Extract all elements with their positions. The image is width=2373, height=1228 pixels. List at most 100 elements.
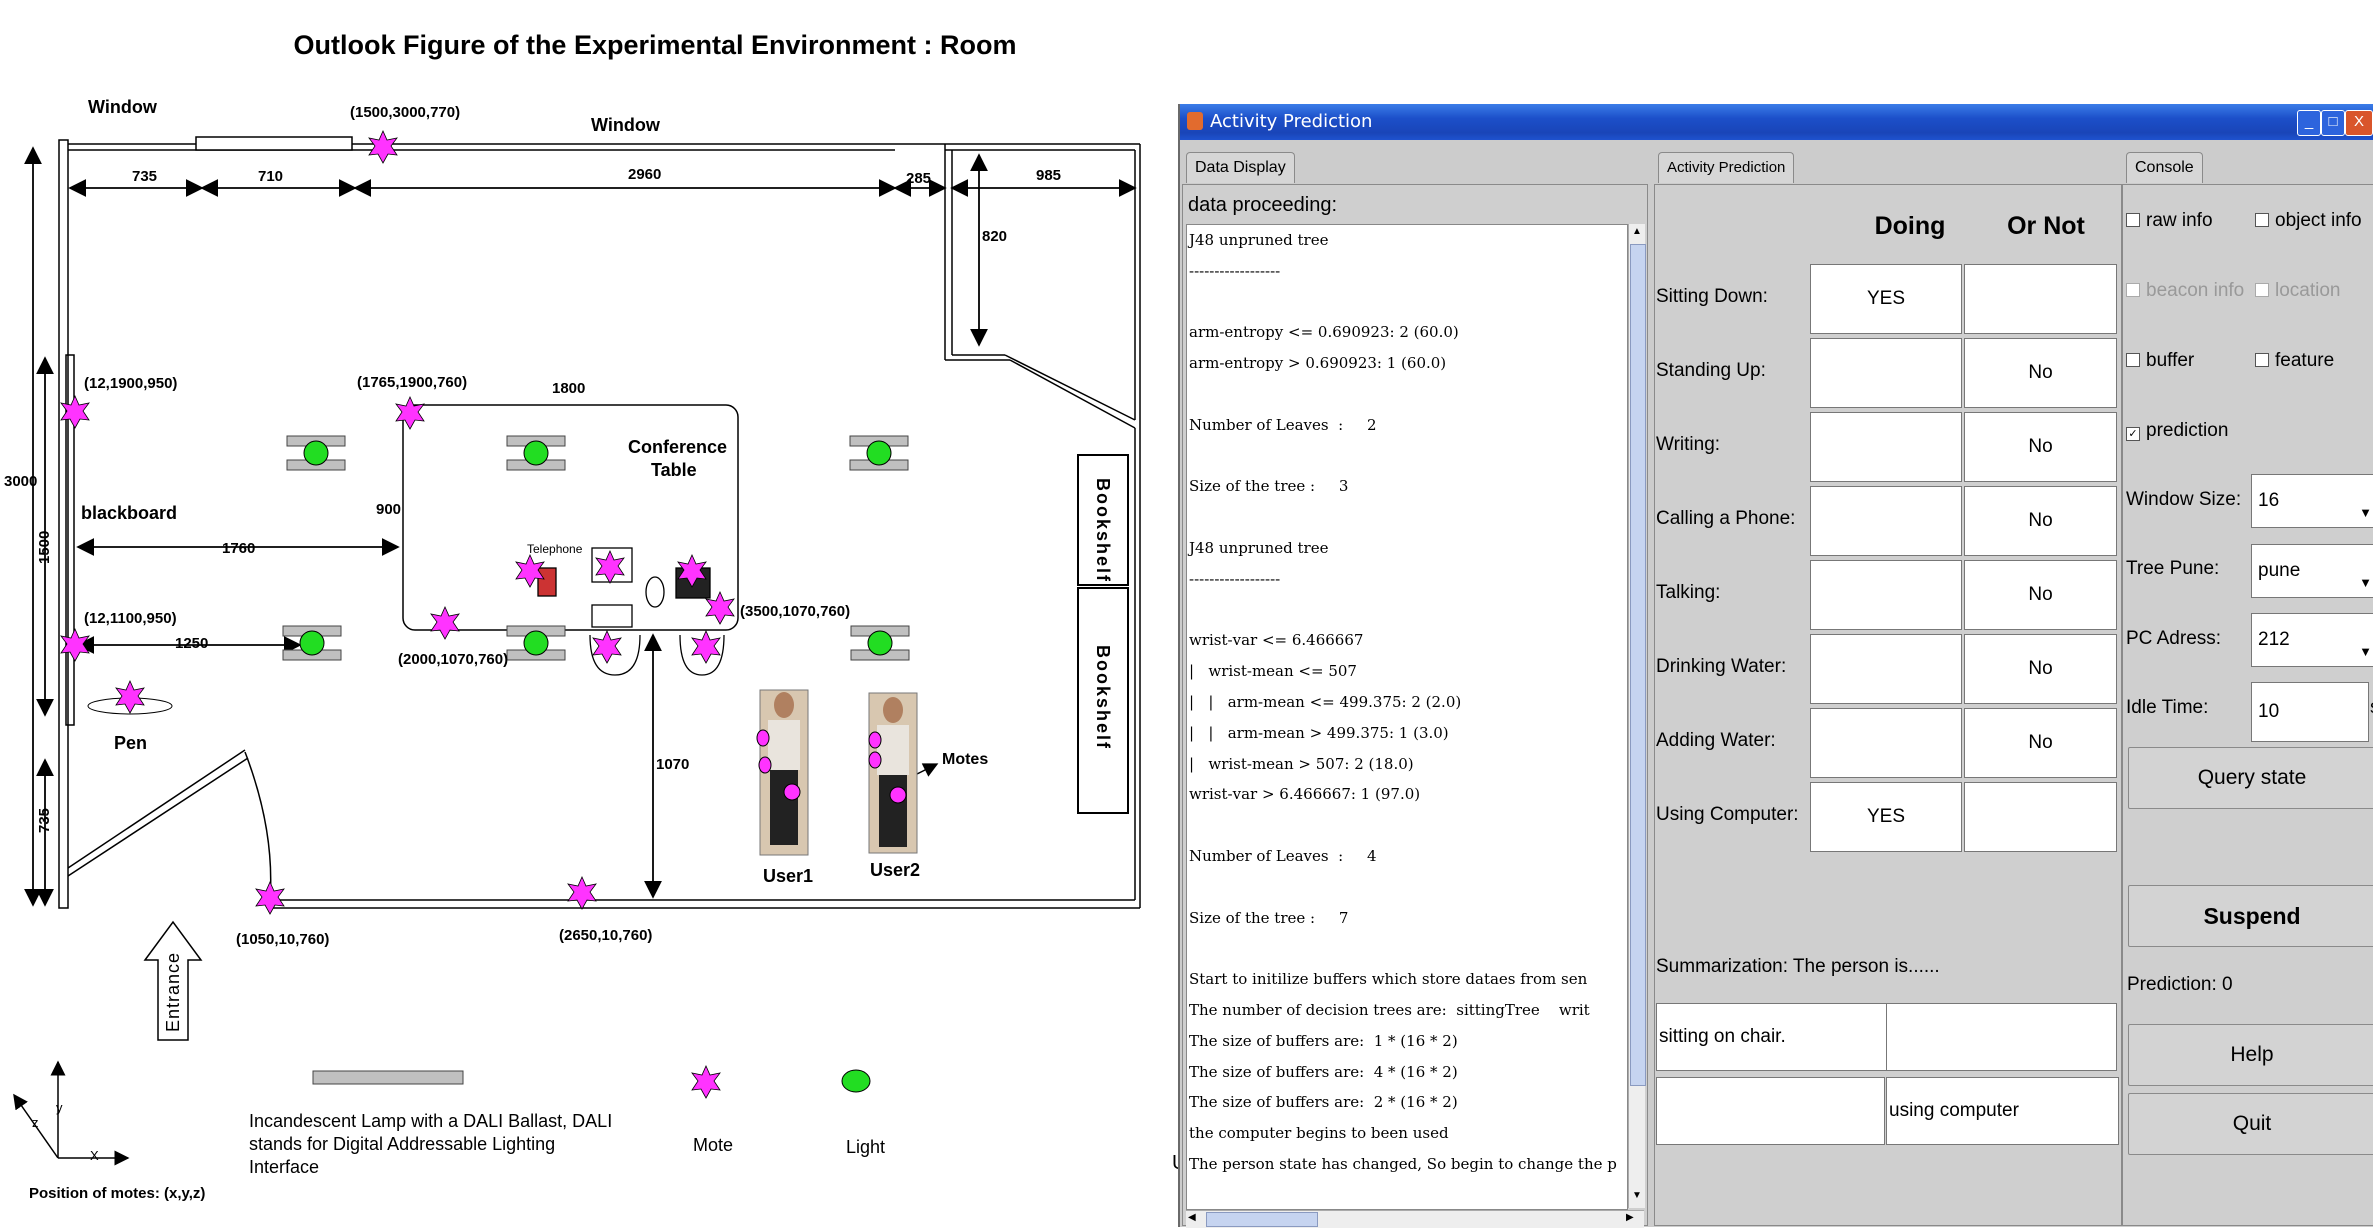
scroll-left-arrow[interactable]: ◀ [1188, 1212, 1196, 1223]
data-line: wrist-var <= 6.466667 [1189, 631, 1364, 650]
axis-y-label: y [56, 1100, 63, 1115]
table-label: Table [651, 460, 697, 480]
mote-coord: (1050,10,760) [236, 931, 330, 948]
data-line: | wrist-mean <= 507 [1189, 662, 1357, 681]
tree-pune-select[interactable]: pune▼ [2251, 544, 2373, 598]
checkbox-icon [2126, 283, 2140, 297]
idle-time-label: Idle Time: [2126, 697, 2209, 718]
data-header: data proceeding: [1188, 194, 1338, 216]
data-line: arm-entropy <= 0.690923: 2 (60.0) [1189, 323, 1459, 342]
close-button[interactable]: X [2345, 110, 2373, 136]
checkbox-object-info[interactable]: object info [2255, 210, 2362, 232]
legend-lamp-line: stands for Digital Addressable Lighting [249, 1134, 556, 1154]
bookshelf-label: Bookshelf [1093, 645, 1113, 751]
data-line [1187, 502, 1627, 533]
idle-time-unit: s [2370, 697, 2373, 719]
maximize-button[interactable]: □ [2321, 110, 2345, 136]
quit-button[interactable]: Quit [2128, 1093, 2373, 1155]
horizontal-scrollbar[interactable]: ◀ ▶ [1186, 1210, 1644, 1228]
checkbox-label: beacon info [2146, 280, 2245, 301]
activity-label: Writing: [1656, 434, 1721, 455]
entrance-label: Entrance [163, 951, 183, 1032]
minimize-button[interactable]: _ [2297, 110, 2321, 136]
checkbox-label: prediction [2146, 420, 2229, 441]
checkbox-icon [2126, 353, 2140, 367]
dim-label: 900 [376, 501, 402, 518]
data-line: J48 unpruned tree [1189, 231, 1329, 249]
window-size-select[interactable]: 16▼ [2251, 474, 2373, 528]
doing-cell [1810, 634, 1962, 704]
activity-label: Adding Water: [1656, 730, 1776, 751]
checkbox-feature[interactable]: feature [2255, 350, 2334, 372]
checkbox-prediction[interactable]: ✓ prediction [2126, 420, 2228, 442]
checkbox-raw-info[interactable]: raw info [2126, 210, 2213, 232]
axis-x-label: X [90, 1148, 99, 1163]
suspend-button[interactable]: Suspend [2128, 885, 2373, 947]
scroll-right-arrow[interactable]: ▶ [1626, 1212, 1634, 1223]
query-state-button[interactable]: Query state [2128, 747, 2373, 809]
bookshelf-label: Bookshelf [1093, 478, 1113, 584]
checkbox-label: buffer [2146, 350, 2195, 371]
pen-label: Pen [114, 733, 148, 753]
checkbox-label: raw info [2146, 210, 2213, 231]
tab-console[interactable]: Console [2126, 152, 2203, 183]
blackboard-label: blackboard [81, 503, 178, 523]
pc-address-select[interactable]: 212▼ [2251, 613, 2373, 667]
mote-coord: (1500,3000,770) [350, 104, 461, 121]
ornot-cell: No [1964, 412, 2117, 482]
scroll-down-arrow[interactable]: ▼ [1632, 1190, 1642, 1201]
mote-coord: (12,1100,950) [84, 610, 177, 627]
dim-label: 1500 [36, 530, 53, 564]
data-line: The number of decision trees are: sittin… [1189, 1000, 1590, 1019]
ornot-cell: No [1964, 634, 2117, 704]
data-line: J48 unpruned tree [1189, 538, 1329, 557]
tab-data-display[interactable]: Data Display [1186, 152, 1295, 183]
axis-z-label: z [32, 1115, 39, 1130]
pc-address-value: 212 [2258, 629, 2290, 650]
title-bar[interactable]: Activity Prediction _ □ X [1180, 104, 2373, 140]
checkbox-icon [2255, 213, 2269, 227]
activity-label: Sitting Down: [1656, 286, 1768, 307]
dim-label: 1800 [552, 380, 586, 397]
pc-address-label: PC Adress: [2126, 628, 2222, 649]
scroll-up-arrow[interactable]: ▲ [1632, 226, 1642, 237]
data-line: | wrist-mean > 507: 2 (18.0) [1189, 754, 1414, 773]
plan-title: Outlook Figure of the Experimental Envir… [293, 30, 1017, 60]
summary-label: Summarization: The person is...... [1656, 956, 1940, 977]
data-line: arm-entropy > 0.690923: 1 (60.0) [1189, 354, 1447, 373]
tree-pune-value: pune [2258, 560, 2301, 581]
data-line: ------------------ [1189, 569, 1281, 588]
hscroll-thumb[interactable] [1206, 1212, 1318, 1227]
data-line [1187, 379, 1627, 410]
data-text-area[interactable]: J48 unpruned tree ------------------ arm-e… [1186, 224, 1628, 1210]
checkbox-icon [2255, 353, 2269, 367]
user1-label: User1 [763, 866, 814, 886]
idle-time-input[interactable]: 10 [2251, 682, 2369, 742]
tab-activity-prediction[interactable]: Activity Prediction [1658, 152, 1795, 183]
dim-label: 820 [982, 228, 1008, 245]
doing-cell [1810, 338, 1962, 408]
ornot-cell [1964, 782, 2117, 852]
ornot-cell [1964, 264, 2117, 334]
data-line: the computer begins to been used [1189, 1124, 1449, 1143]
activity-label: Standing Up: [1656, 360, 1766, 381]
legend-lamp-line: Incandescent Lamp with a DALI Ballast, D… [249, 1111, 613, 1131]
mote-coord: (12,1900,950) [84, 375, 178, 392]
data-line: | | arm-mean > 499.375: 1 (3.0) [1189, 723, 1449, 742]
vertical-scrollbar[interactable]: ▲ ▼ [1628, 224, 1646, 1208]
checkbox-icon [2255, 283, 2269, 297]
dim-label: 2960 [628, 166, 662, 183]
scroll-thumb[interactable] [1630, 244, 1646, 1086]
help-button[interactable]: Help [2128, 1024, 2373, 1086]
checkbox-buffer[interactable]: buffer [2126, 350, 2194, 372]
activity-label: Using Computer: [1656, 804, 1799, 825]
dim-label: 1070 [656, 756, 690, 773]
legend-light-label: Light [846, 1137, 886, 1157]
data-line: The size of buffers are: 4 * (16 * 2) [1189, 1062, 1458, 1081]
dim-label: 735 [132, 168, 158, 185]
window-label: Window [88, 97, 157, 117]
checkbox-label: object info [2275, 210, 2362, 231]
dim-label: 1250 [175, 635, 209, 652]
checkmark-icon: ✓ [2126, 427, 2140, 441]
chevron-down-icon: ▼ [2359, 505, 2372, 520]
